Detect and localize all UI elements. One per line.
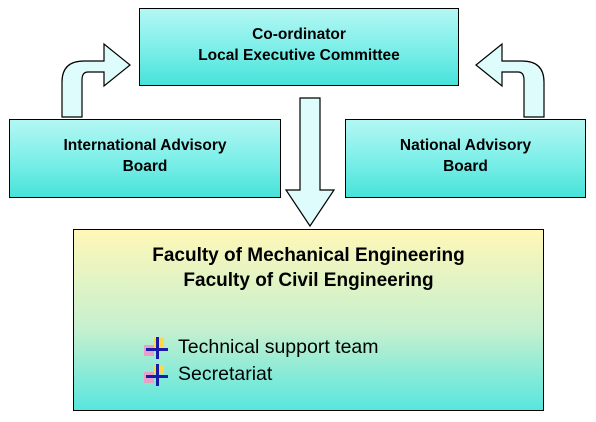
- national-advisory-board-box: National Advisory Board: [345, 119, 586, 198]
- civil-faculty-label: Faculty of Civil Engineering: [183, 270, 434, 291]
- list-item: Technical support team: [142, 334, 379, 361]
- right-curved-arrow: [475, 42, 545, 118]
- left-curved-arrow: [61, 42, 131, 118]
- international-board-line2: Board: [122, 158, 168, 175]
- faculties-heading: Faculty of Mechanical Engineering Facult…: [74, 230, 543, 293]
- national-board-line1: National Advisory: [399, 137, 532, 154]
- coordinator-box: Co-ordinator Local Executive Committee: [139, 8, 459, 86]
- national-board-line2: Board: [443, 158, 488, 175]
- mechanical-faculty-label: Faculty of Mechanical Engineering: [152, 245, 465, 266]
- local-executive-committee-label: Local Executive Committee: [198, 47, 400, 64]
- international-board-line1: International Advisory: [63, 137, 227, 154]
- international-advisory-board-box: International Advisory Board: [9, 119, 281, 198]
- faculties-box: Faculty of Mechanical Engineering Facult…: [73, 229, 544, 411]
- bullet-cross-icon: [144, 336, 168, 359]
- down-arrow: [284, 97, 336, 228]
- list-item: Secretariat: [142, 361, 379, 388]
- bullet-cross-icon: [144, 363, 168, 386]
- technical-support-team-label: Technical support team: [178, 336, 379, 358]
- secretariat-label: Secretariat: [178, 363, 273, 385]
- support-units-list: Technical support team Secretariat: [142, 334, 379, 388]
- coordinator-title: Co-ordinator: [252, 26, 346, 43]
